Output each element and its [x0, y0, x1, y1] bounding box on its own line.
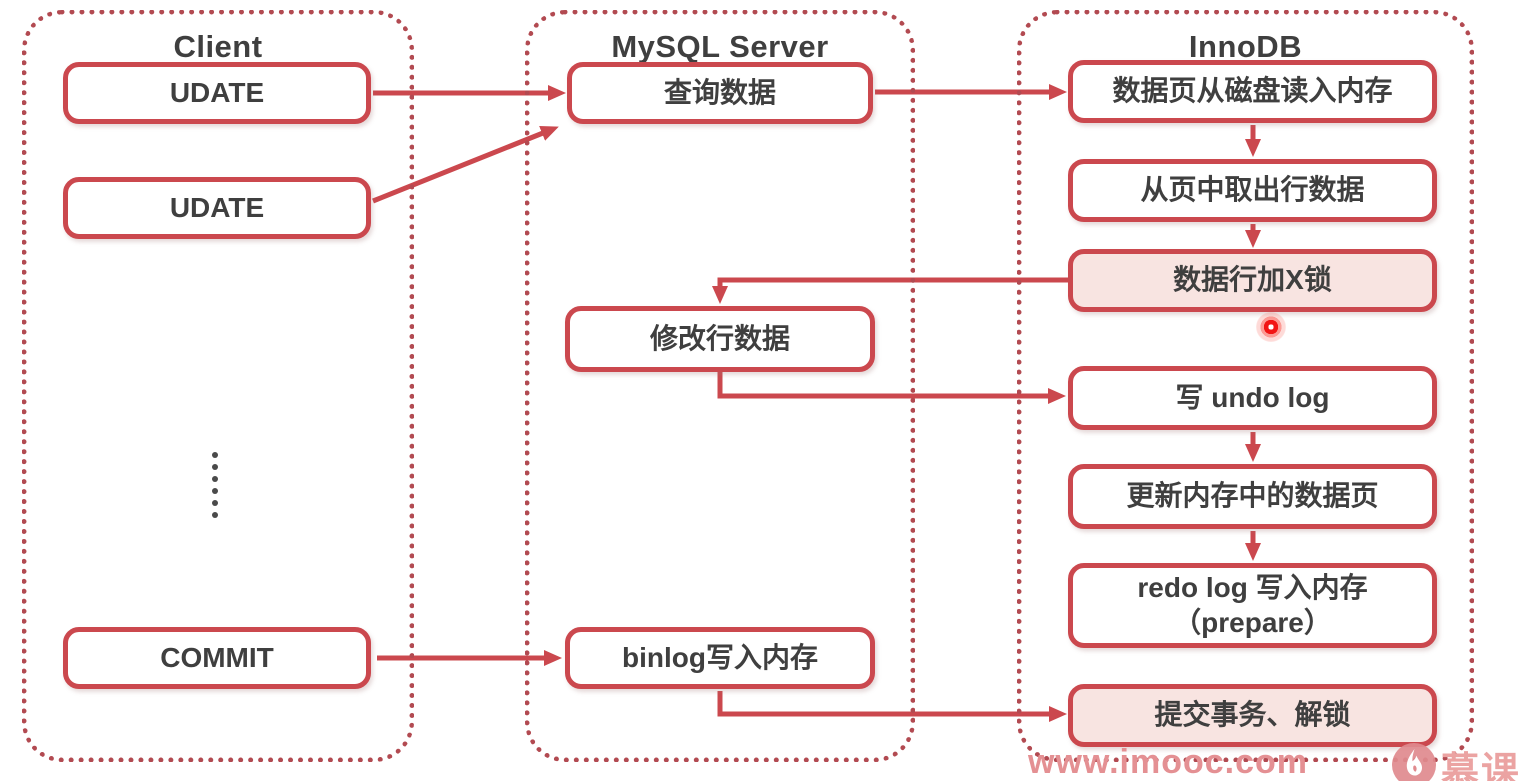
flow-box-query-data: 查询数据	[567, 62, 873, 124]
redo-log-line-1: redo log 写入内存	[1137, 572, 1368, 604]
redo-log-line-2: （prepare）	[1173, 606, 1332, 638]
flow-box-get-row-from-page: 从页中取出行数据	[1068, 159, 1437, 222]
flow-box-read-page-from-disk: 数据页从磁盘读入内存	[1068, 60, 1437, 123]
flow-box-update-page-in-memory: 更新内存中的数据页	[1068, 464, 1437, 529]
column-client-title: Client	[173, 29, 263, 64]
imooc-flame-logo-icon	[1392, 743, 1436, 781]
flow-box-update-2: UDATE	[63, 177, 371, 239]
watermark-url: www.imooc.com	[1028, 743, 1309, 781]
flow-box-commit: COMMIT	[63, 627, 371, 689]
watermark-brand: 慕课网	[1441, 751, 1522, 781]
column-mysql-server: MySQL Server	[525, 10, 915, 762]
flow-box-binlog-write-memory: binlog写入内存	[565, 627, 875, 689]
column-innodb-title: InnoDB	[1188, 29, 1303, 64]
laser-pointer-dot	[1256, 312, 1286, 342]
flow-box-redo-log-prepare: redo log 写入内存 （prepare）	[1068, 563, 1437, 648]
flow-box-modify-row-data: 修改行数据	[565, 306, 875, 372]
flow-box-update-1: UDATE	[63, 62, 371, 124]
ellipsis-dots	[212, 452, 218, 518]
column-client: Client	[22, 10, 414, 762]
column-mysql-server-title: MySQL Server	[611, 29, 829, 64]
flow-box-x-lock-row: 数据行加X锁	[1068, 249, 1437, 312]
column-innodb: InnoDB	[1017, 10, 1474, 762]
flow-box-write-undo-log: 写 undo log	[1068, 366, 1437, 430]
flow-box-commit-transaction-unlock: 提交事务、解锁	[1068, 684, 1437, 747]
